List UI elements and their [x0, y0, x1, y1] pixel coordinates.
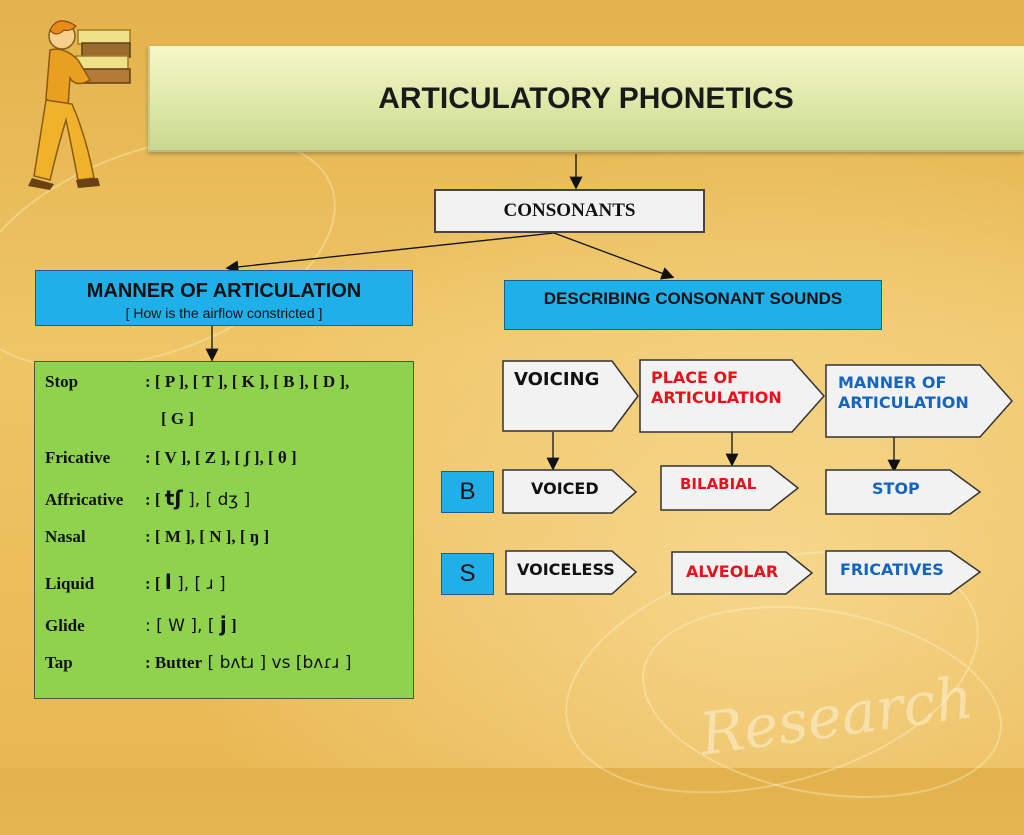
manner-box-title: MANNER OF ARTICULATION [86, 280, 362, 302]
alveolar-label: ALVEOLAR [686, 562, 779, 581]
stop-label: STOP [872, 479, 920, 498]
voiced-label: VOICED [531, 479, 599, 498]
manner-value: : [ V ], [ Z ], [ ʃ ], [ θ ] [145, 448, 297, 467]
manner-box-subtitle: [ How is the airflow constricted ] [125, 305, 323, 321]
manner-label: Tap [45, 653, 73, 672]
manner-value: : [ [145, 490, 165, 509]
voicing-header-label: VOICING [514, 369, 600, 390]
manner-row-glide: Glide : [ W ], [ j ] [45, 612, 237, 636]
manner-list-box: Stop : [ P ], [ T ], [ K ], [ B ], [ D ],… [34, 361, 414, 699]
fricatives-shape [825, 550, 982, 595]
manner-header-label: MANNER OF ARTICULATION [838, 373, 969, 412]
page-title: ARTICULATORY PHONETICS [378, 82, 794, 115]
manner-row-affricative: Affricative : [ tʃ ], [ dʒ ] [45, 486, 250, 510]
manner-of-articulation-box: MANNER OF ARTICULATION [ How is the airf… [35, 270, 413, 326]
manner-symbol: tʃ [164, 486, 183, 510]
title-band [148, 46, 1024, 152]
woman-carrying-books-icon [28, 20, 131, 190]
describing-consonant-sounds-box: DESCRIBING CONSONANT SOUNDS [504, 280, 882, 330]
manner-value: : [ M ], [ N ], [ ŋ ] [145, 527, 270, 546]
connector-lines [205, 154, 1014, 595]
bilabial-shape [660, 465, 800, 511]
bilabial-label: BILABIAL [680, 475, 757, 493]
manner-label: Nasal [45, 527, 86, 546]
place-header-shape [639, 359, 826, 433]
manner-row-stop: Stop : [ P ], [ T ], [ K ], [ B ], [ D ], [45, 372, 349, 392]
manner-value: ], [ ɹ ] [171, 574, 226, 594]
manner-label: Affricative [45, 490, 124, 509]
manner-header-shape [825, 364, 1014, 438]
letter-s-box: S [441, 553, 494, 595]
alveolar-shape [671, 551, 814, 595]
manner-label: Fricative [45, 448, 111, 467]
manner-value: [ bʌtɹ ] vs [bʌɾɹ ] [202, 653, 352, 673]
manner-value: : Butter [145, 653, 203, 672]
letter-b-box: B [441, 471, 494, 513]
manner-row-stop-cont: [ G ] [161, 409, 194, 429]
voiceless-label: VOICELESS [517, 560, 615, 579]
fricatives-label: FRICATIVES [840, 560, 944, 579]
describing-box-title: DESCRIBING CONSONANT SOUNDS [543, 289, 843, 308]
manner-value: : [ W ], [ [145, 616, 220, 636]
manner-row-liquid: Liquid : [ l ], [ ɹ ] [45, 570, 226, 594]
voicing-header-shape [502, 360, 639, 432]
manner-row-nasal: Nasal : [ M ], [ N ], [ ŋ ] [45, 527, 269, 547]
manner-row-tap: Tap : Butter [ bʌtɹ ] vs [bʌɾɹ ] [45, 653, 351, 673]
manner-value: ], [ dʒ ] [182, 490, 251, 510]
manner-value: ] [226, 616, 237, 635]
consonants-box: CONSONANTS [434, 189, 705, 233]
manner-value: : [ [145, 574, 165, 593]
place-header-label: PLACE OF ARTICULATION [651, 368, 782, 407]
manner-row-fricative: Fricative : [ V ], [ Z ], [ ʃ ], [ θ ] [45, 448, 297, 468]
manner-symbol: j [219, 612, 227, 636]
voiceless-shape [505, 550, 638, 595]
manner-label: Stop [45, 372, 79, 391]
manner-label: Glide [45, 616, 85, 635]
manner-symbol: l [164, 570, 172, 594]
manner-value: [ G ] [161, 409, 195, 428]
voiced-shape [502, 469, 638, 514]
manner-label: Liquid [45, 574, 95, 593]
stop-shape [825, 469, 982, 515]
manner-value: : [ P ], [ T ], [ K ], [ B ], [ D ], [145, 372, 350, 391]
